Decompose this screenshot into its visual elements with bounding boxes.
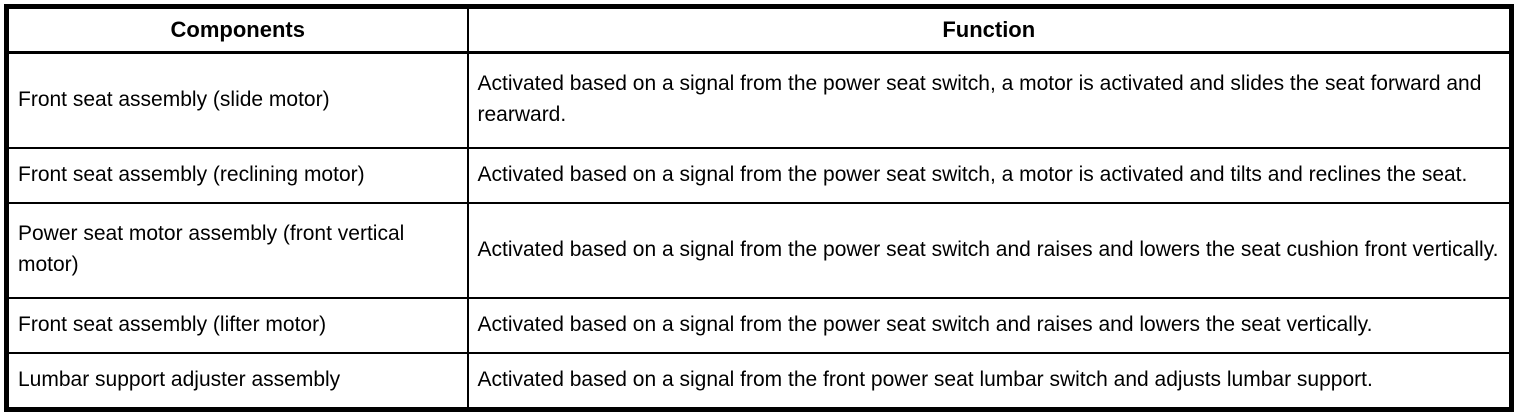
table-row: Power seat motor assembly (front vertica… [5, 201, 1513, 299]
function-cell: Activated based on a signal from the fro… [466, 351, 1513, 411]
components-function-table: Components Function Front seat assembly … [4, 4, 1514, 412]
component-cell: Lumbar support adjuster assembly [5, 351, 469, 411]
component-cell: Power seat motor assembly (front vertica… [5, 201, 469, 299]
table-header-row: Components Function [5, 5, 1513, 54]
table-body: Front seat assembly (slide motor) Activa… [5, 51, 1513, 411]
component-cell: Front seat assembly (reclining motor) [5, 146, 469, 204]
table-row: Front seat assembly (slide motor) Activa… [5, 51, 1513, 149]
table-row: Lumbar support adjuster assembly Activat… [5, 351, 1513, 411]
component-cell: Front seat assembly (slide motor) [5, 51, 469, 149]
table-row: Front seat assembly (lifter motor) Activ… [5, 296, 1513, 354]
component-cell: Front seat assembly (lifter motor) [5, 296, 469, 354]
table-row: Front seat assembly (reclining motor) Ac… [5, 146, 1513, 204]
column-header-components: Components [5, 5, 469, 54]
function-cell: Activated based on a signal from the pow… [466, 146, 1513, 204]
function-cell: Activated based on a signal from the pow… [466, 51, 1513, 149]
column-header-function: Function [466, 5, 1513, 54]
function-cell: Activated based on a signal from the pow… [466, 201, 1513, 299]
function-cell: Activated based on a signal from the pow… [466, 296, 1513, 354]
